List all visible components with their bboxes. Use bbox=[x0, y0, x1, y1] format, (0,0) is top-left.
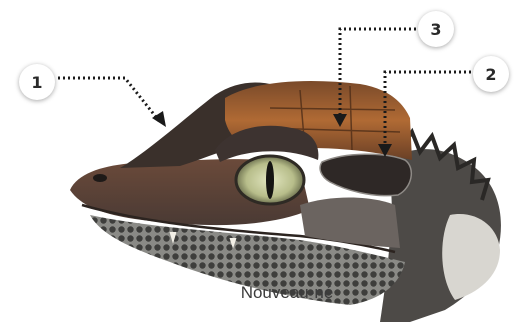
pupil bbox=[266, 161, 274, 199]
callout-1: 1 bbox=[19, 64, 55, 100]
caption: Nouveau-né bbox=[212, 283, 362, 303]
nostril bbox=[93, 174, 107, 182]
cheek-scales bbox=[300, 198, 400, 249]
leader-line-1 bbox=[58, 78, 160, 122]
leader-arrow-1 bbox=[152, 111, 166, 127]
callout-3: 3 bbox=[418, 11, 454, 47]
upper-eyelid-scute bbox=[320, 154, 411, 195]
callout-2: 2 bbox=[473, 56, 509, 92]
